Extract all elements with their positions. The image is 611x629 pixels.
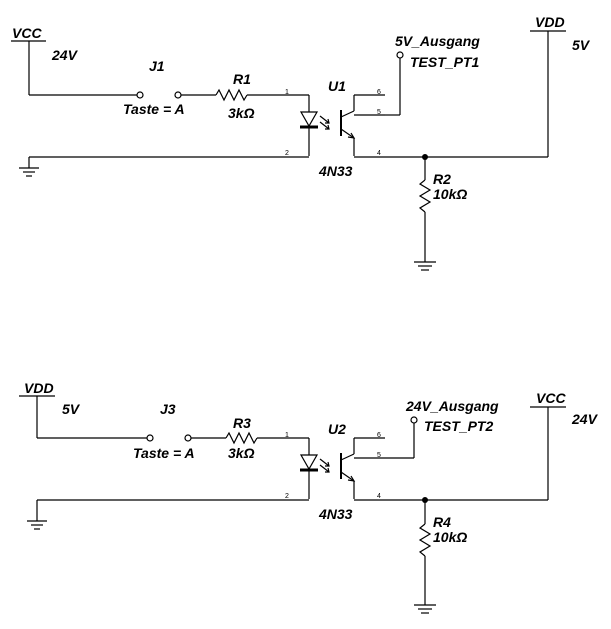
output-testpoint: TEST_PT1 xyxy=(410,54,479,70)
output-name: 5V_Ausgang xyxy=(395,33,480,49)
opto-part: 4N33 xyxy=(318,506,353,522)
pin-5: 5 xyxy=(377,452,381,459)
pin-2: 2 xyxy=(285,150,289,157)
supply-in-voltage: 24V xyxy=(51,47,79,63)
switch-value: Taste = A xyxy=(133,445,195,461)
supply-out-voltage: 5V xyxy=(572,37,591,53)
resistor-value: 3kΩ xyxy=(228,445,255,461)
resistor-r3: R3 3kΩ xyxy=(225,415,258,461)
pin-6: 6 xyxy=(377,89,381,96)
supply-in-name: VDD xyxy=(24,380,54,396)
circuit-1: VCC 24V J1 Taste = A R1 3kΩ xyxy=(11,14,591,271)
resistor-ref: R1 xyxy=(233,71,251,87)
pin-1: 1 xyxy=(285,89,289,96)
pulldown-value: 10kΩ xyxy=(433,186,467,202)
supply-in-symbol: VCC 24V xyxy=(11,25,79,95)
supply-out-name: VDD xyxy=(535,14,565,30)
optocoupler-u1: 1 2 4 5 6 U1 4N33 xyxy=(285,78,385,179)
ground-symbol xyxy=(19,157,39,177)
pin-4: 4 xyxy=(377,150,381,157)
pulldown-ref: R4 xyxy=(433,514,451,530)
opto-ref: U1 xyxy=(328,78,346,94)
supply-out-name: VCC xyxy=(536,390,566,406)
output-name: 24V_Ausgang xyxy=(405,398,499,414)
resistor-value: 3kΩ xyxy=(228,105,255,121)
resistor-r4: R4 10kΩ xyxy=(418,500,467,605)
ground-symbol xyxy=(414,604,436,614)
pulldown-value: 10kΩ xyxy=(433,529,467,545)
supply-out-symbol: VCC 24V xyxy=(530,390,599,500)
resistor-r2: R2 10kΩ xyxy=(418,157,467,262)
switch-j3: J3 Taste = A xyxy=(133,401,195,461)
circuit-2: VDD 5V J3 Taste = A R3 3kΩ xyxy=(19,380,599,614)
supply-in-symbol: VDD 5V xyxy=(19,380,81,438)
supply-in-name: VCC xyxy=(12,25,42,41)
switch-ref: J3 xyxy=(160,401,176,417)
opto-ref: U2 xyxy=(328,421,346,437)
pin-4: 4 xyxy=(377,493,381,500)
switch-j1: J1 Taste = A xyxy=(123,58,185,117)
supply-out-symbol: VDD 5V xyxy=(530,14,591,157)
pin-5: 5 xyxy=(377,109,381,116)
resistor-ref: R3 xyxy=(233,415,251,431)
pin-6: 6 xyxy=(377,432,381,439)
pulldown-ref: R2 xyxy=(433,171,451,187)
test-point-1: 5V_Ausgang TEST_PT1 xyxy=(385,33,480,116)
switch-ref: J1 xyxy=(149,58,165,74)
ground-symbol xyxy=(27,500,47,530)
supply-in-voltage: 5V xyxy=(62,401,81,417)
resistor-r1: R1 3kΩ xyxy=(215,71,255,121)
ground-symbol xyxy=(414,261,436,271)
pin-1: 1 xyxy=(285,432,289,439)
optocoupler-u2: 1 2 4 5 6 U2 4N33 xyxy=(285,421,385,522)
pin-2: 2 xyxy=(285,493,289,500)
opto-part: 4N33 xyxy=(318,163,353,179)
supply-out-voltage: 24V xyxy=(571,411,599,427)
switch-value: Taste = A xyxy=(123,101,185,117)
test-point-2: 24V_Ausgang TEST_PT2 xyxy=(385,398,499,459)
output-testpoint: TEST_PT2 xyxy=(424,418,493,434)
